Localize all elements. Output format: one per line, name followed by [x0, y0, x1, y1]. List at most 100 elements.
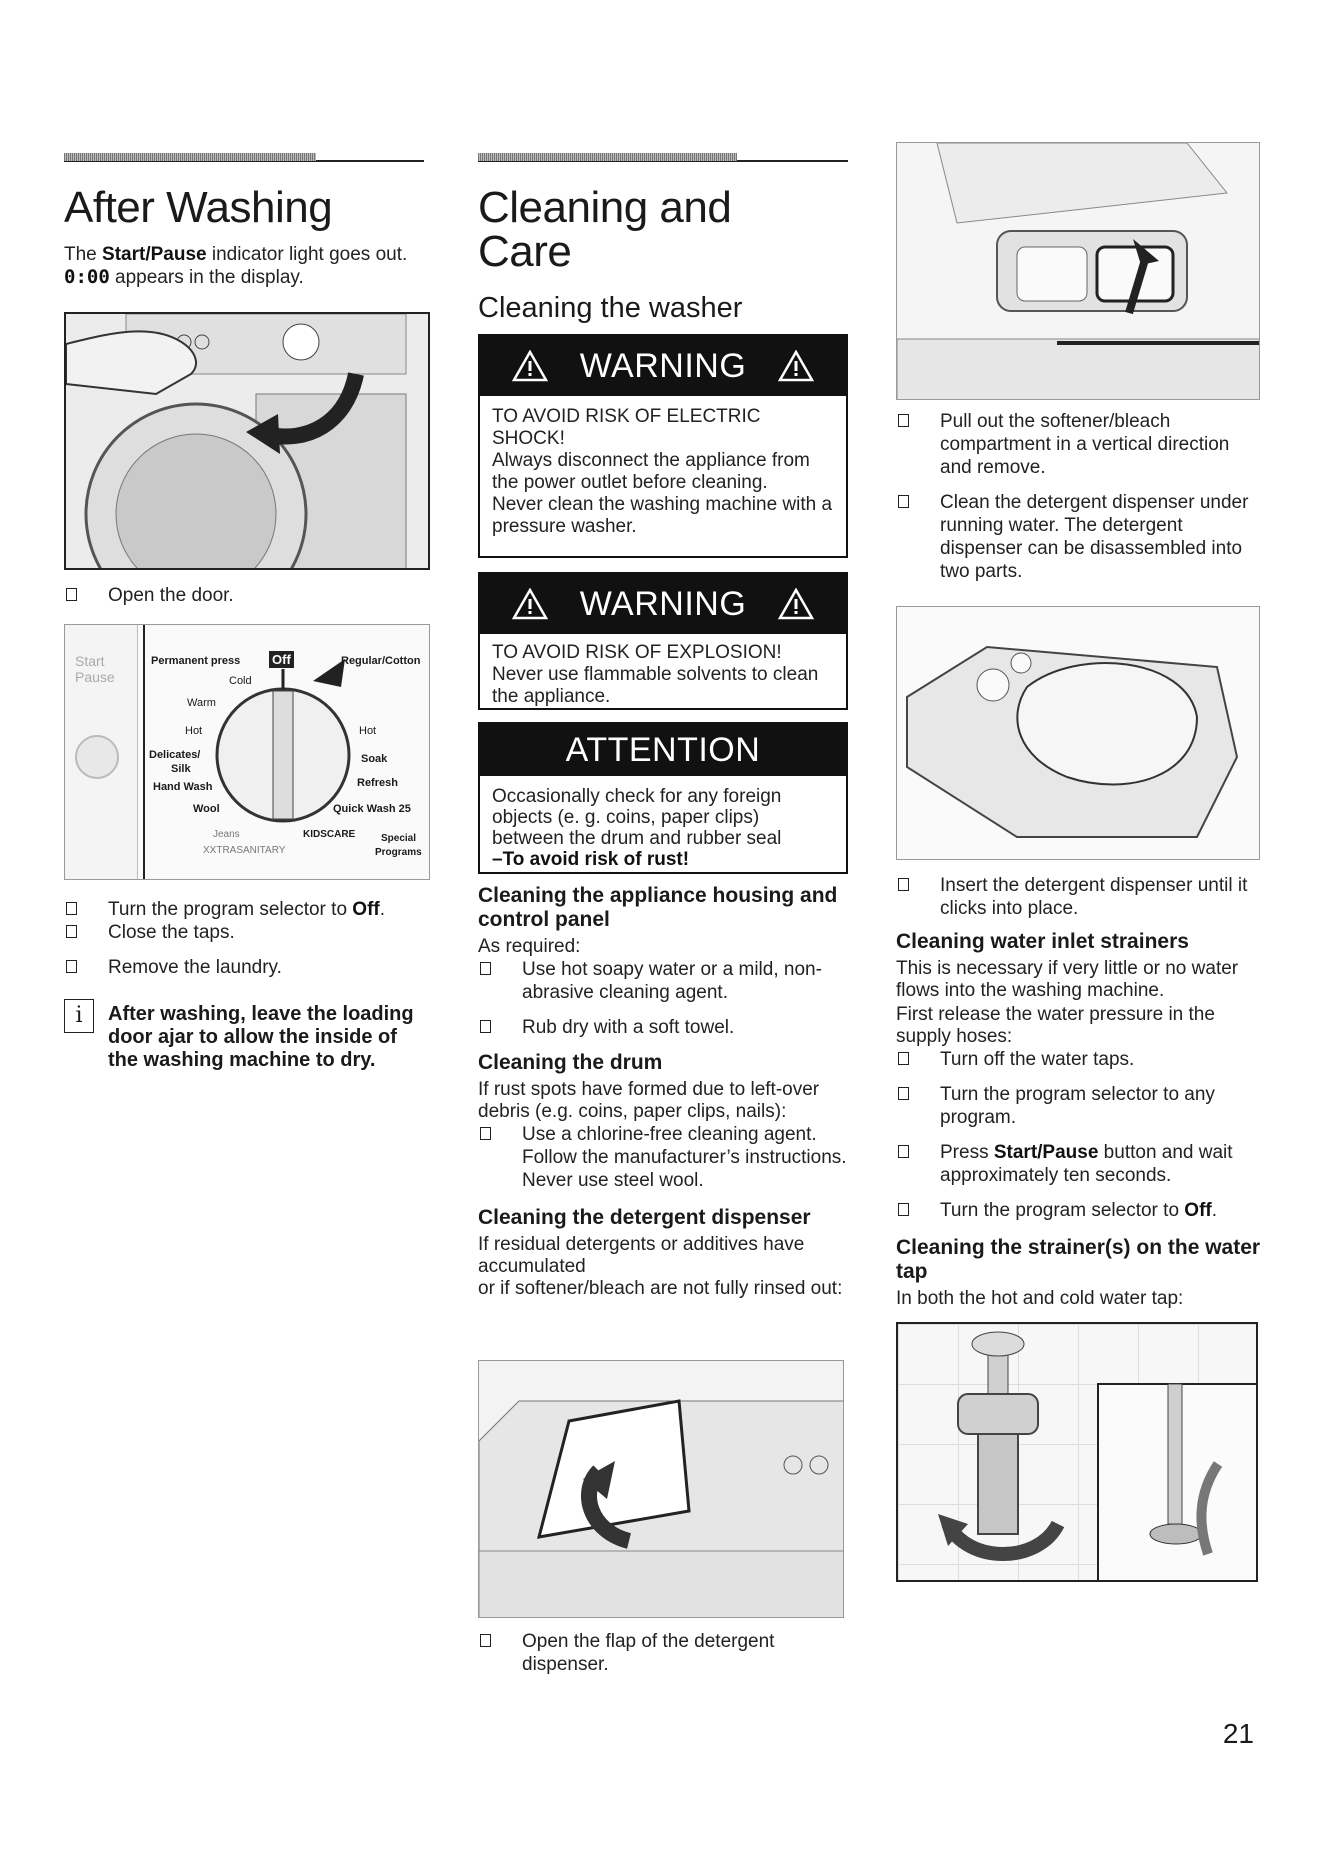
attention-text: Occasionally check for any foreign objec… [492, 786, 782, 849]
checkbox-icon [898, 1052, 909, 1065]
drum-heading: Cleaning the drum [478, 1051, 663, 1074]
dial-label: Programs [375, 847, 422, 858]
dial-label: Quick Wash 25 [333, 803, 411, 815]
info-note-text: After washing, leave the loading door aj… [108, 1003, 414, 1071]
pause-label: Pause [75, 669, 115, 685]
attention-header: ATTENTION [480, 724, 846, 776]
attention-title: ATTENTION [565, 730, 761, 769]
dial-label: Permanent press [151, 655, 241, 667]
dial-label: Silk [171, 763, 191, 775]
dispenser-steps: Pull out the softener/bleach compartment… [896, 410, 1266, 583]
housing-intro: As required: [478, 936, 581, 957]
housing-step: Rub dry with a soft towel. [478, 1016, 856, 1039]
section-rule [478, 153, 848, 162]
warning-triangle-icon [778, 350, 815, 382]
checkbox-icon [898, 1203, 909, 1216]
dial-panel: Permanent press Off Regular/Cotton Cold … [143, 625, 429, 879]
checkbox-icon [66, 902, 77, 915]
section-title: After Washing [64, 183, 333, 232]
dial-label: Wool [193, 803, 220, 815]
checkbox-icon [898, 1087, 909, 1100]
dispenser-flap-illustration [478, 1360, 844, 1618]
dial-off-label: Off [269, 651, 294, 668]
warning-header: WARNING [480, 574, 846, 634]
dispenser-open-step: Open the flap of the detergent dispenser… [478, 1630, 838, 1676]
open-door-step: Open the door. [64, 584, 424, 607]
drum-intro: If rust spots have formed due to left-ov… [478, 1079, 820, 1122]
dispenser-intro: or if softener/bleach are not fully rins… [478, 1278, 843, 1299]
warning-triangle-icon [511, 588, 548, 620]
warning-line: Always disconnect the appliance from the… [492, 450, 810, 493]
checkbox-icon [898, 495, 909, 508]
water-tap-illustration [896, 1322, 1258, 1582]
attention-emphasis: –To avoid risk of rust! [492, 849, 690, 870]
warning-line: TO AVOID RISK OF EXPLOSION! [492, 642, 782, 663]
tap-heading: Cleaning the strainer(s) on the water ta… [896, 1236, 1261, 1283]
attention-box: ATTENTION Occasionally check for any for… [478, 722, 848, 874]
warning-header: WARNING [480, 336, 846, 396]
page-number: 21 [1222, 1718, 1254, 1749]
dial-label: Hot [185, 725, 203, 737]
attention-body: Occasionally check for any foreign objec… [480, 776, 846, 878]
step-remove-laundry: Remove the laundry. [64, 956, 424, 979]
panel-left: Start Pause [65, 625, 138, 879]
warning-box-electric: WARNING TO AVOID RISK OF ELECTRIC SHOCK!… [478, 334, 848, 558]
section-rule [64, 153, 424, 162]
checkbox-icon [480, 1020, 491, 1033]
step-pull-out: Pull out the softener/bleach compartment… [896, 410, 1266, 479]
start-label: Start [75, 653, 105, 669]
strainers-step: Turn the program selector to any program… [896, 1083, 1268, 1129]
dial-label: Refresh [357, 777, 398, 789]
checkbox-icon [66, 960, 77, 973]
checkbox-icon [480, 1634, 491, 1647]
checkbox-icon [480, 962, 491, 975]
warning-body: TO AVOID RISK OF ELECTRIC SHOCK! Always … [480, 396, 846, 546]
dial-label: Regular/Cotton [341, 655, 421, 667]
checkbox-icon [480, 1127, 491, 1140]
step-text: Open the flap of the detergent dispenser… [522, 1631, 775, 1675]
step-close-taps: Close the taps. [64, 921, 424, 944]
cleaning-section: Cleaning and Care Cleaning the washer [478, 153, 848, 325]
step-insert: Insert the detergent dispenser until it … [896, 874, 1268, 920]
dial-label: Special [381, 833, 417, 844]
dial-label: Hot [359, 725, 377, 737]
after-washing-section: After Washing The Start/Pause indicator … [64, 153, 424, 289]
cleaning-instructions: Cleaning the appliance housing and contr… [478, 884, 856, 1300]
strainers-intro: This is necessary if very little or no w… [896, 958, 1239, 1001]
strainers-intro: First release the water pressure in the … [896, 1004, 1215, 1047]
housing-step: Use hot soapy water or a mild, non-abras… [478, 958, 856, 1004]
dial-label: Delicates/ [149, 749, 201, 761]
dispenser-heading: Cleaning the detergent dispenser [478, 1206, 811, 1229]
strainers-step: Press Start/Pause button and wait approx… [896, 1141, 1268, 1187]
dial-label: Jeans [213, 829, 240, 840]
dial-label: Cold [229, 675, 252, 687]
checkbox-icon [66, 588, 77, 601]
warning-title: WARNING [579, 584, 747, 623]
step-clean-dispenser: Clean the detergent dispenser under runn… [896, 491, 1266, 583]
after-washing-steps: Turn the program selector to Off. Close … [64, 898, 424, 1072]
warning-line: TO AVOID RISK OF ELECTRIC SHOCK! [492, 406, 761, 449]
strainers-heading: Cleaning water inlet strainers [896, 930, 1189, 953]
checkbox-icon [898, 1145, 909, 1158]
warning-line: Never use flammable solvents to clean th… [492, 664, 819, 707]
dial-label: Warm [187, 697, 216, 709]
tap-intro: In both the hot and cold water tap: [896, 1288, 1184, 1309]
softener-compartment-illustration [896, 142, 1260, 400]
drum-step: Use a chlorine-free cleaning agent. Foll… [478, 1123, 856, 1192]
strainers-step: Turn the program selector to Off. [896, 1199, 1268, 1222]
checkbox-icon [66, 925, 77, 938]
checkbox-icon [898, 414, 909, 427]
housing-heading: Cleaning the appliance housing and contr… [478, 884, 838, 931]
info-icon: i [64, 999, 94, 1033]
step-text: Open the door. [108, 585, 234, 606]
warning-triangle-icon [778, 588, 815, 620]
info-note: i After washing, leave the loading door … [64, 999, 424, 1072]
warning-title: WARNING [579, 346, 747, 385]
section-title: Cleaning and Care [478, 183, 732, 276]
section-subtitle: Cleaning the washer [478, 292, 743, 324]
door-illustration [64, 312, 430, 570]
checkbox-icon [898, 878, 909, 891]
dial-label: XXTRASANITARY [203, 845, 286, 856]
intro-paragraph: The Start/Pause indicator light goes out… [64, 244, 408, 265]
program-dial-illustration: Start Pause Permanent press Off Regular/… [64, 624, 430, 880]
